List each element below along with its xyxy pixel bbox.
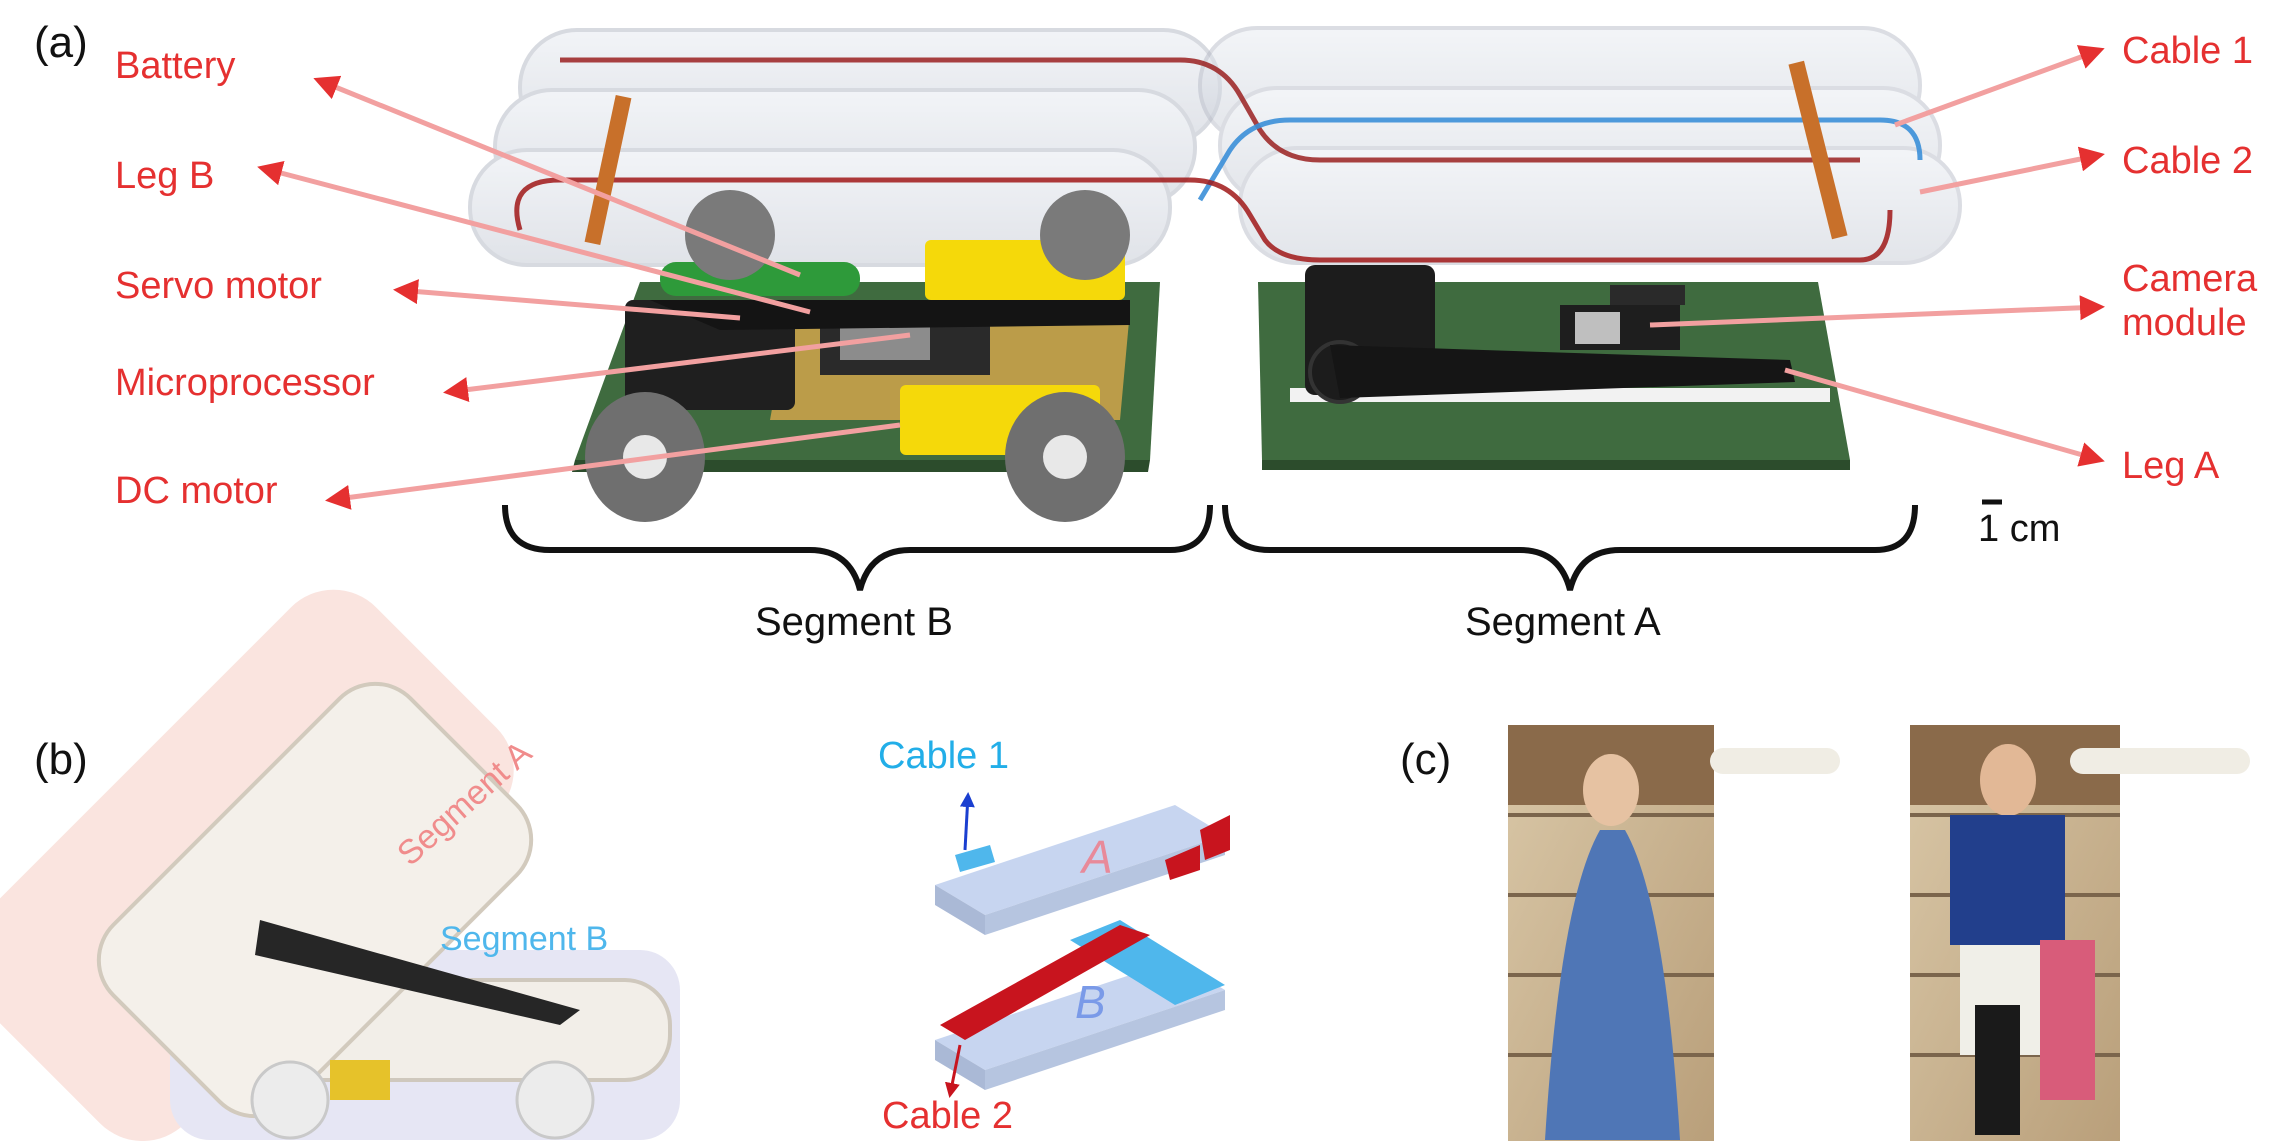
segment-b-label: Segment B (755, 600, 953, 644)
panel-label-c: (c) (1400, 735, 1452, 784)
panel-label-b: (b) (34, 735, 88, 784)
schematic-cable-2: Cable 2 (882, 1095, 1013, 1137)
callout-cable-1: Cable 1 (2122, 30, 2253, 72)
photo-segment-b-label: Segment B (440, 920, 609, 958)
photo-flip-toy-left (1508, 725, 1840, 1141)
brace-segment-b (502, 504, 1213, 591)
callout-leg-a: Leg A (2122, 445, 2220, 487)
callout-dc-motor: DC motor (115, 470, 278, 512)
scale-bar-label: 1 cm (1978, 508, 2061, 550)
cable-red-bottom (514, 177, 1893, 263)
cable-blue (1197, 117, 1923, 202)
block-a-label: A (1082, 831, 1113, 883)
leg-a (1330, 345, 1795, 398)
callout-camera-line2: module (2122, 301, 2247, 344)
segment-a-label: Segment A (1465, 600, 1661, 644)
wheel (1040, 190, 1130, 280)
schematic-cable-1: Cable 1 (878, 735, 1009, 777)
anchor-left (584, 94, 632, 246)
cable-red-top (560, 57, 1860, 163)
shell-segment-a (1198, 26, 1962, 265)
callout-arrows-right (1649, 45, 2105, 467)
schematic (935, 792, 1230, 1098)
leg-b (650, 300, 1130, 330)
callout-battery: Battery (115, 45, 236, 87)
anchor-right (1788, 60, 1848, 240)
block-b-label: B (1075, 976, 1106, 1028)
photo-robot (0, 589, 680, 1141)
callout-microprocessor: Microprocessor (115, 362, 375, 404)
callout-camera-line1: Camera (2122, 258, 2258, 300)
photo-flip-toy-right (1910, 725, 2250, 1141)
brace-segment-a (1222, 504, 1918, 591)
callout-camera-module: Camera module (2122, 258, 2257, 345)
callout-servo-motor: Servo motor (115, 265, 322, 307)
segment-a-board (1258, 265, 1850, 470)
callout-arrows-left (257, 75, 911, 510)
callout-leg-b: Leg B (115, 155, 215, 197)
callout-cable-2: Cable 2 (2122, 140, 2253, 182)
panel-label-a: (a) (34, 18, 88, 67)
